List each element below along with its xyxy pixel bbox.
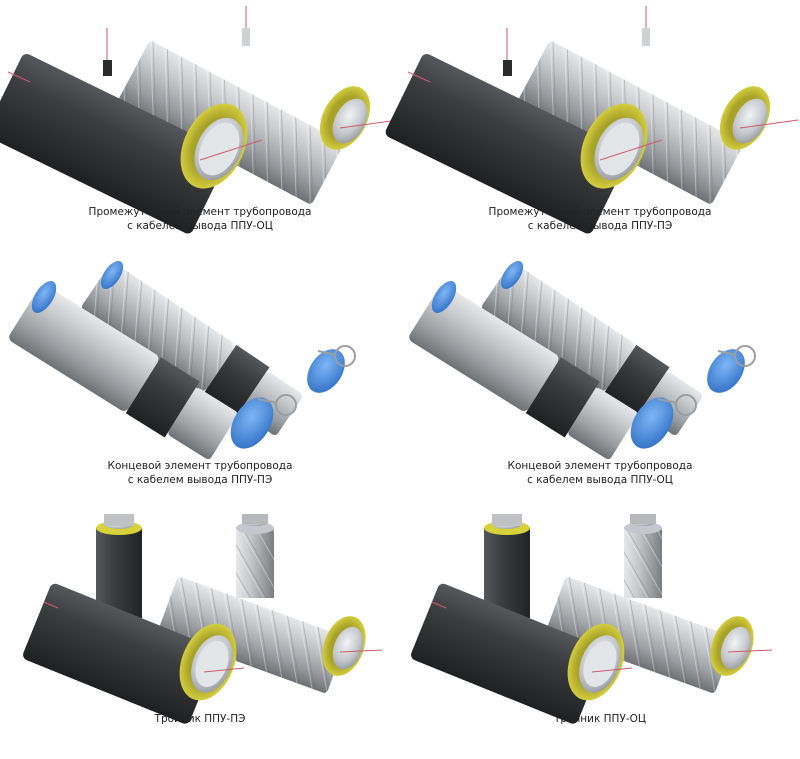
caption-line-1: Промежуточный элемент трубопровода	[488, 206, 712, 218]
product-caption: Тройник ППУ-ПЭ	[0, 712, 400, 726]
product-card: Промежуточный элемент трубопровода с каб…	[0, 0, 400, 253]
caption-line-1: Тройник ППУ-ОЦ	[553, 713, 647, 725]
caption-line-1: Промежуточный элемент трубопровода	[88, 206, 312, 218]
product-card: Тройник ППУ-ПЭ	[0, 506, 400, 759]
product-card: Промежуточный элемент трубопровода с каб…	[385, 0, 800, 253]
caption-line-1: Концевой элемент трубопровода	[507, 460, 693, 472]
product-caption: Концевой элемент трубопровода с кабелем …	[0, 459, 400, 487]
caption-line-2: с кабелем вывода ППУ-ОЦ	[527, 474, 673, 486]
product-image	[409, 261, 756, 460]
product-caption: Промежуточный элемент трубопровода с каб…	[400, 205, 800, 233]
product-image	[0, 6, 399, 234]
product-caption: Тройник ППУ-ОЦ	[400, 712, 800, 726]
product-card: Концевой элемент трубопровода с кабелем …	[0, 253, 400, 506]
product-card: Концевой элемент трубопровода с кабелем …	[400, 253, 800, 506]
caption-line-1: Тройник ППУ-ПЭ	[154, 713, 246, 725]
caption-line-2: с кабелем вывода ППУ-ПЭ	[127, 474, 273, 486]
product-image	[411, 514, 773, 724]
product-card: Тройник ППУ-ОЦ	[400, 506, 800, 759]
product-image	[385, 6, 799, 234]
product-image	[9, 261, 356, 460]
product-caption: Промежуточный элемент трубопровода с каб…	[0, 205, 400, 233]
caption-line-1: Концевой элемент трубопровода	[107, 460, 293, 472]
caption-line-2: с кабелем вывода ППУ-ОЦ	[127, 220, 273, 232]
product-image	[23, 514, 383, 724]
caption-line-2: с кабелем вывода ППУ-ПЭ	[527, 220, 673, 232]
product-caption: Концевой элемент трубопровода с кабелем …	[400, 459, 800, 487]
